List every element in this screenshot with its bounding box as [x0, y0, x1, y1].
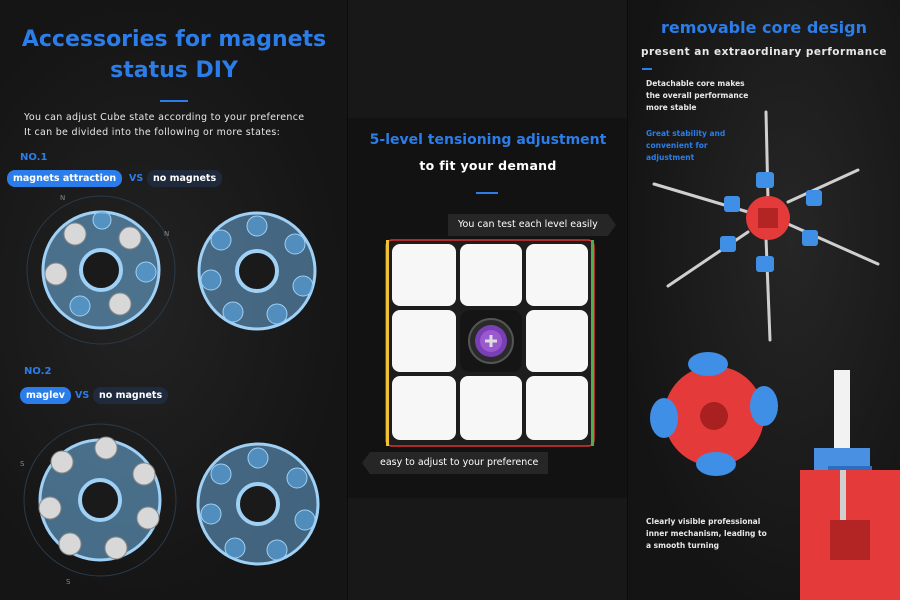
exploded-core-illustration	[652, 110, 880, 342]
tag-easy-adjust: easy to adjust to your preference	[361, 452, 549, 474]
core-closeup	[650, 352, 778, 476]
tensioning-panel: 5-level tensioning adjustment to fit you…	[348, 118, 628, 498]
state1-number: NO.1	[20, 152, 48, 163]
pole-letter-s-2: S	[66, 578, 71, 586]
tensioning-title: 5-level tensioning adjustment	[369, 132, 607, 148]
note-detachable-core: Detachable core makes the overall perfor…	[646, 79, 749, 112]
pole-letter-s: S	[20, 460, 25, 468]
magnet-disc-with-magnets: N N	[26, 194, 176, 345]
state1-vs: VS	[129, 173, 144, 184]
cube-illustration	[385, 239, 595, 447]
pole-letter-n-2: N	[164, 230, 169, 238]
tensioning-underline	[476, 192, 498, 194]
state2-option-a: maglev	[20, 387, 72, 404]
magnet-panel-title: Accessories for magnets status DIY	[21, 27, 327, 83]
pole-letter-n: N	[60, 194, 65, 202]
tag-test-levels: You can test each level easily	[448, 214, 616, 236]
state2-number: NO.2	[24, 366, 52, 377]
middle-top-band	[348, 0, 628, 118]
note-inner-mechanism: Clearly visible professional inner mecha…	[646, 517, 767, 550]
middle-bottom-band	[348, 498, 628, 600]
state2-option-b: no magnets	[93, 387, 169, 404]
title-underline	[160, 100, 188, 102]
inner-mechanism-section	[800, 370, 900, 600]
core-underline	[642, 68, 652, 70]
magnet-disc-maglev: S S	[20, 423, 177, 586]
state1-option-a: magnets attraction	[7, 170, 123, 187]
state1-option-b: no magnets	[147, 170, 223, 187]
core-title: removable core design	[661, 18, 867, 37]
core-design-panel: removable core design present an extraor…	[628, 0, 900, 600]
state2-vs: VS	[75, 390, 90, 401]
magnet-disc-empty-2	[196, 442, 320, 566]
note-stability: Great stability and convenient for adjus…	[646, 129, 726, 162]
magnet-panel-description: You can adjust Cube state according to y…	[24, 112, 305, 138]
magnet-accessories-panel: Accessories for magnets status DIY You c…	[0, 0, 348, 600]
core-subtitle: present an extraordinary performance	[640, 46, 888, 58]
tensioning-subtitle: to fit your demand	[419, 158, 557, 173]
magnet-disc-empty	[197, 211, 317, 331]
